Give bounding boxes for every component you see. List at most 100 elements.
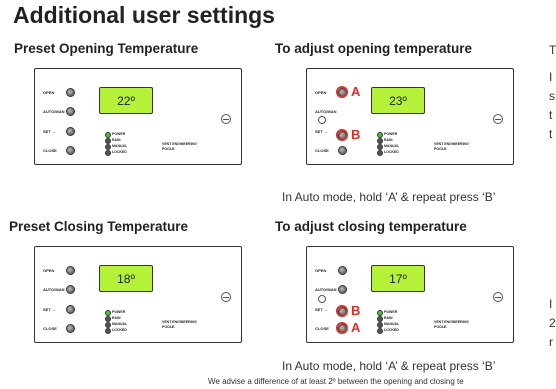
open-label: OPEN xyxy=(43,268,55,273)
temperature-display: 18º xyxy=(99,265,153,292)
manual-label: MANUAL xyxy=(112,144,128,148)
locked-label: LOCKED xyxy=(384,150,399,154)
power-label: POWER xyxy=(112,310,126,314)
section-title-adjust-opening: To adjust opening temperature xyxy=(275,41,473,56)
locked-led xyxy=(105,150,111,156)
auto-man-label: AUTO/MAN xyxy=(43,109,65,114)
rain-label: RAIN xyxy=(384,316,393,320)
marker-a: A xyxy=(351,84,361,99)
open-button[interactable] xyxy=(66,266,75,275)
rain-label: RAIN xyxy=(384,138,393,142)
open-label: OPEN xyxy=(315,90,327,95)
controller-panel-adjust-opening: OPEN A AUTO/MAN SET ↔ B CLOSE 23º POWER … xyxy=(306,68,514,165)
footnote: We advise a difference of at least 2º be… xyxy=(208,377,464,386)
set-button[interactable] xyxy=(66,127,75,136)
marker-b: B xyxy=(351,127,361,142)
auto-man-button[interactable] xyxy=(66,285,75,294)
power-label: POWER xyxy=(384,132,398,136)
manual-led xyxy=(377,144,383,150)
auto-man-label: AUTO/MAN xyxy=(315,287,337,292)
close-button[interactable] xyxy=(66,146,75,155)
temperature-display: 17º xyxy=(371,265,425,292)
set-label: SET ↔ xyxy=(43,129,56,134)
cutoff-text: I xyxy=(549,70,553,84)
temperature-display: 23º xyxy=(371,87,425,114)
rain-label: RAiN xyxy=(112,316,121,320)
locked-led xyxy=(105,328,111,334)
section-title-adjust-closing: To adjust closing temperature xyxy=(275,219,467,234)
controller-panel-preset-closing: OPEN AUTO/MAN SET ↔ CLOSE 18º POWER RAiN… xyxy=(34,246,242,343)
locked-label: LOCKED xyxy=(112,150,127,154)
set-label: SET ↔ xyxy=(315,129,328,134)
rain-led xyxy=(377,316,383,322)
screw-icon xyxy=(221,114,231,124)
cutoff-text: r xyxy=(549,335,553,349)
set-button[interactable] xyxy=(66,305,75,314)
open-label: OPEN xyxy=(43,90,55,95)
open-button[interactable] xyxy=(338,266,347,275)
auto-man-label: AUTO/MAN xyxy=(315,109,337,114)
cutoff-text: I xyxy=(549,297,553,311)
screw-icon xyxy=(493,114,503,124)
set-label: SET ↔ xyxy=(315,307,328,312)
indicator-icon xyxy=(318,295,326,303)
controller-panel-preset-opening: OPEN AUTO/MAN SET ↔ CLOSE 22º POWER RAIN… xyxy=(34,68,242,165)
highlight-ring-b xyxy=(335,128,348,141)
screw-icon xyxy=(221,292,231,302)
marker-b: B xyxy=(351,303,361,318)
adjust-closing-caption: In Auto mode, hold ‘A’ & repeat press ‘B… xyxy=(282,359,496,373)
controller-panel-adjust-closing: OPEN AUTO/MAN SET ↔ B CLOSE A 17º POWER … xyxy=(306,246,514,343)
power-led xyxy=(377,310,383,316)
rain-led xyxy=(377,138,383,144)
temperature-display: 22º xyxy=(99,87,153,114)
locked-led xyxy=(377,150,383,156)
indicator-icon xyxy=(318,116,326,124)
close-label: CLOSE xyxy=(43,148,57,153)
close-button[interactable] xyxy=(338,146,347,155)
power-led xyxy=(377,132,383,138)
cutoff-text: t xyxy=(549,108,553,122)
set-label: SET ↔ xyxy=(43,307,56,312)
auto-man-label: AUTO/MAN xyxy=(43,287,65,292)
screw-icon xyxy=(493,292,503,302)
marker-a: A xyxy=(351,320,361,335)
power-label: POWER xyxy=(384,310,398,314)
manual-led xyxy=(105,144,111,150)
rain-led xyxy=(105,316,111,322)
adjust-opening-caption: In Auto mode, hold ‘A’ & repeat press ‘B… xyxy=(282,190,496,204)
rain-label: RAIN xyxy=(112,138,121,142)
close-label: CLOSE xyxy=(315,326,329,331)
highlight-ring-b xyxy=(335,304,348,317)
highlight-ring-a xyxy=(335,321,348,334)
manual-label: MANUAL xyxy=(112,322,128,326)
section-title-preset-closing: Preset Closing Temperature xyxy=(9,219,189,234)
rain-led xyxy=(105,138,111,144)
cutoff-text: T xyxy=(549,43,556,57)
locked-label: LOCKED xyxy=(384,328,399,332)
locked-label: LOCKED xyxy=(112,328,127,332)
locked-led xyxy=(377,328,383,334)
close-label: CLOSE xyxy=(43,326,57,331)
cutoff-text: t xyxy=(549,127,553,141)
manual-led xyxy=(377,322,383,328)
close-label: CLOSE xyxy=(315,148,329,153)
open-button[interactable] xyxy=(66,88,75,97)
manual-label: MANUAL xyxy=(384,322,400,326)
power-led xyxy=(105,310,111,316)
manual-led xyxy=(105,322,111,328)
manual-label: MANUAL xyxy=(384,144,400,148)
highlight-ring-a xyxy=(335,85,348,98)
close-button[interactable] xyxy=(66,324,75,333)
auto-man-button[interactable] xyxy=(338,285,347,294)
page-title: Additional user settings xyxy=(13,2,275,28)
power-led xyxy=(105,132,111,138)
section-title-preset-opening: Preset Opening Temperature xyxy=(14,41,199,56)
cutoff-text: 2 xyxy=(549,316,556,330)
cutoff-text: s xyxy=(549,89,555,103)
power-label: POWER xyxy=(112,132,126,136)
auto-man-button[interactable] xyxy=(66,107,75,116)
open-label: OPEN xyxy=(315,268,327,273)
